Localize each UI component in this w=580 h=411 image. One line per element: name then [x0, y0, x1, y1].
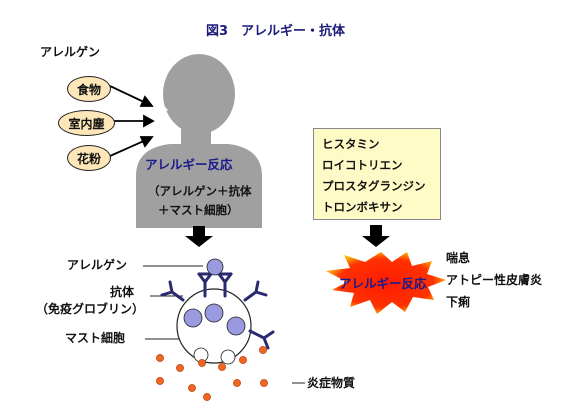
mast-cell-assembly [143, 258, 305, 401]
cell-label-antibody: 抗体 [110, 285, 135, 299]
granule [204, 303, 224, 323]
cell-label-mast-cell: マスト細胞 [65, 331, 126, 345]
allergen-house-dust: 室内塵 [58, 110, 115, 136]
torso [136, 144, 262, 228]
page-title: 図3 アレルギー・抗体 [206, 24, 346, 39]
symptom-atopic-dermatitis: アトピー性皮膚炎 [446, 273, 543, 287]
granule [226, 316, 246, 336]
allergen-particle [206, 258, 224, 276]
cell-label-allergen: アレルゲン [67, 258, 128, 272]
reaction-formula-line1: （アレルゲン＋抗体 [148, 184, 252, 198]
neck [181, 126, 211, 148]
antibodies [160, 272, 275, 350]
allergen-pollen: 花粉 [67, 145, 111, 171]
mast-cell [176, 288, 252, 364]
body-reaction-label: アレルギー反応 [145, 157, 233, 172]
allergen-heading: アレルゲン [40, 45, 101, 59]
inflammatory-particles [156, 346, 268, 401]
mediator-item: トロンボキサン [322, 200, 403, 214]
down-arrow-right [362, 225, 390, 247]
granule [183, 308, 203, 328]
allergen-arrows [109, 85, 155, 157]
head [163, 54, 235, 134]
chemical-mediators-box: ヒスタミン ロイコトリエン プロスタグランジン トロンボキサン [313, 128, 441, 220]
symptom-diarrhea: 下痢 [446, 295, 471, 309]
mediator-item: プロスタグランジン [322, 179, 426, 193]
mediator-item: ヒスタミン [322, 137, 380, 151]
down-arrow-left [185, 226, 213, 247]
reaction-formula-line2: ＋マスト細胞） [158, 203, 239, 217]
open-mouth [152, 94, 168, 122]
mediator-item: ロイコトリエン [322, 158, 403, 172]
reaction-burst-label: アレルギー反応 [339, 276, 427, 291]
cell-label-inflammatory: 炎症物質 [307, 376, 356, 390]
human-silhouette [136, 54, 262, 228]
cell-label-immunoglobulin: （免疫グロブリン） [36, 302, 145, 316]
symptom-asthma: 喘息 [446, 251, 471, 265]
reaction-burst-shape [326, 252, 446, 314]
vesicle [220, 349, 236, 365]
allergen-food: 食物 [67, 76, 111, 102]
